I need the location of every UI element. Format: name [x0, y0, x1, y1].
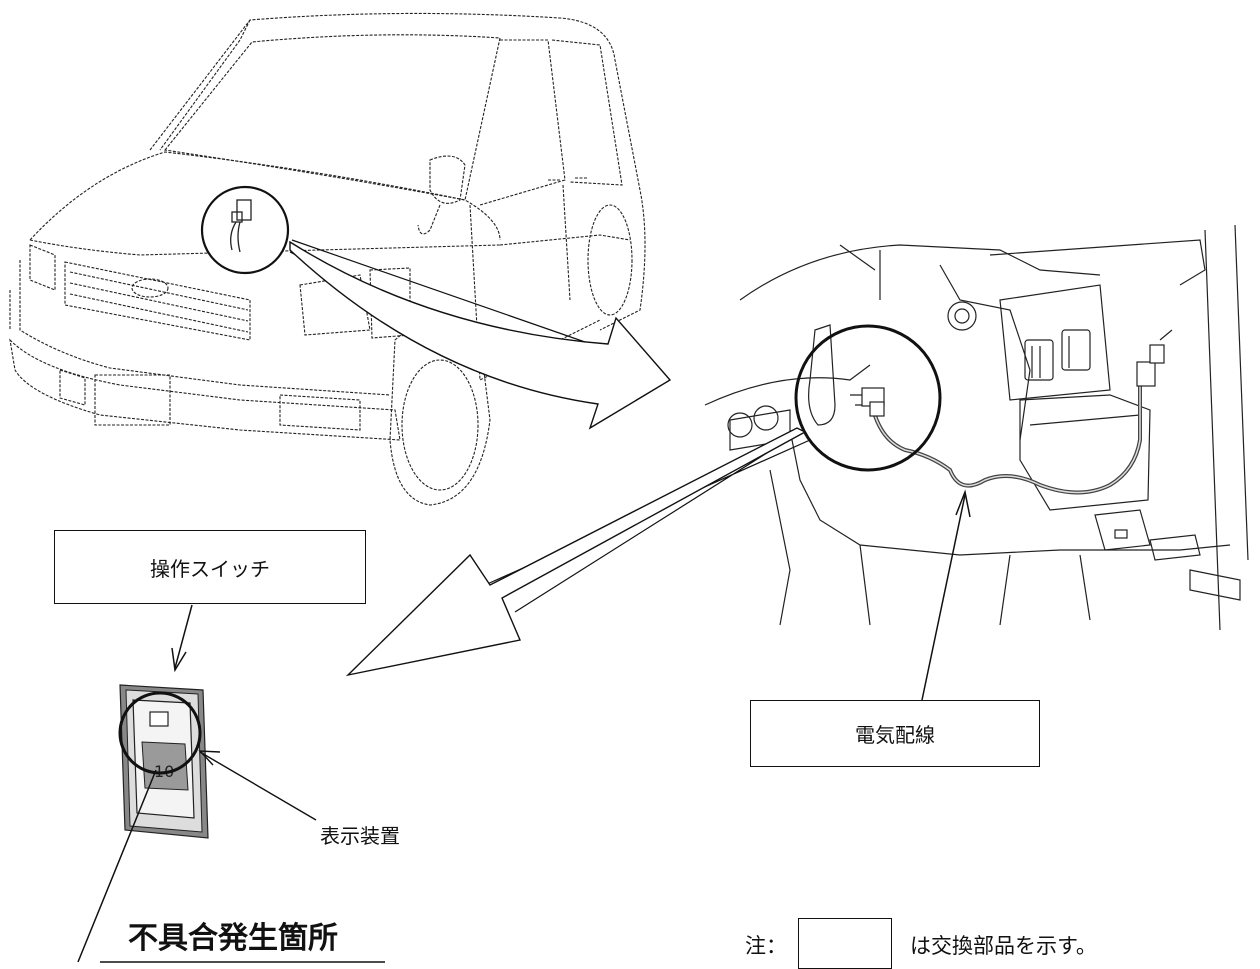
- switch-pointer: [174, 604, 193, 669]
- defect-label: 不具合発生箇所: [128, 921, 338, 956]
- switch-label: 操作スイッチ: [150, 556, 270, 581]
- display-label: 表示装置: [320, 824, 400, 848]
- defect-circle: [118, 691, 202, 775]
- wiring-pointer: [921, 494, 966, 701]
- note-prefix: 注：: [745, 934, 787, 958]
- location-circle-van: [200, 185, 290, 275]
- note-sample-box: [798, 918, 892, 969]
- connector-icon: [1136, 329, 1173, 387]
- leader-line: [484, 431, 811, 613]
- switch-connector-icon: [850, 387, 885, 417]
- switch-label-box: 操作スイッチ: [54, 530, 366, 604]
- note-suffix: は交換部品を示す。: [910, 934, 1097, 958]
- wiring-label: 電気配線: [855, 723, 935, 747]
- arrow-to-switch-icon: [345, 427, 807, 677]
- location-circle-dashboard: [794, 324, 942, 472]
- display-pointer: [199, 751, 317, 821]
- arrow-to-dashboard-icon: [289, 240, 672, 430]
- dashboard-illustration: [704, 224, 1249, 631]
- wiring-label-box: 電気配線: [750, 700, 1040, 767]
- van-illustration: [9, 12, 646, 506]
- defect-pointer: [77, 769, 385, 963]
- connector-mini-icon: [230, 199, 252, 253]
